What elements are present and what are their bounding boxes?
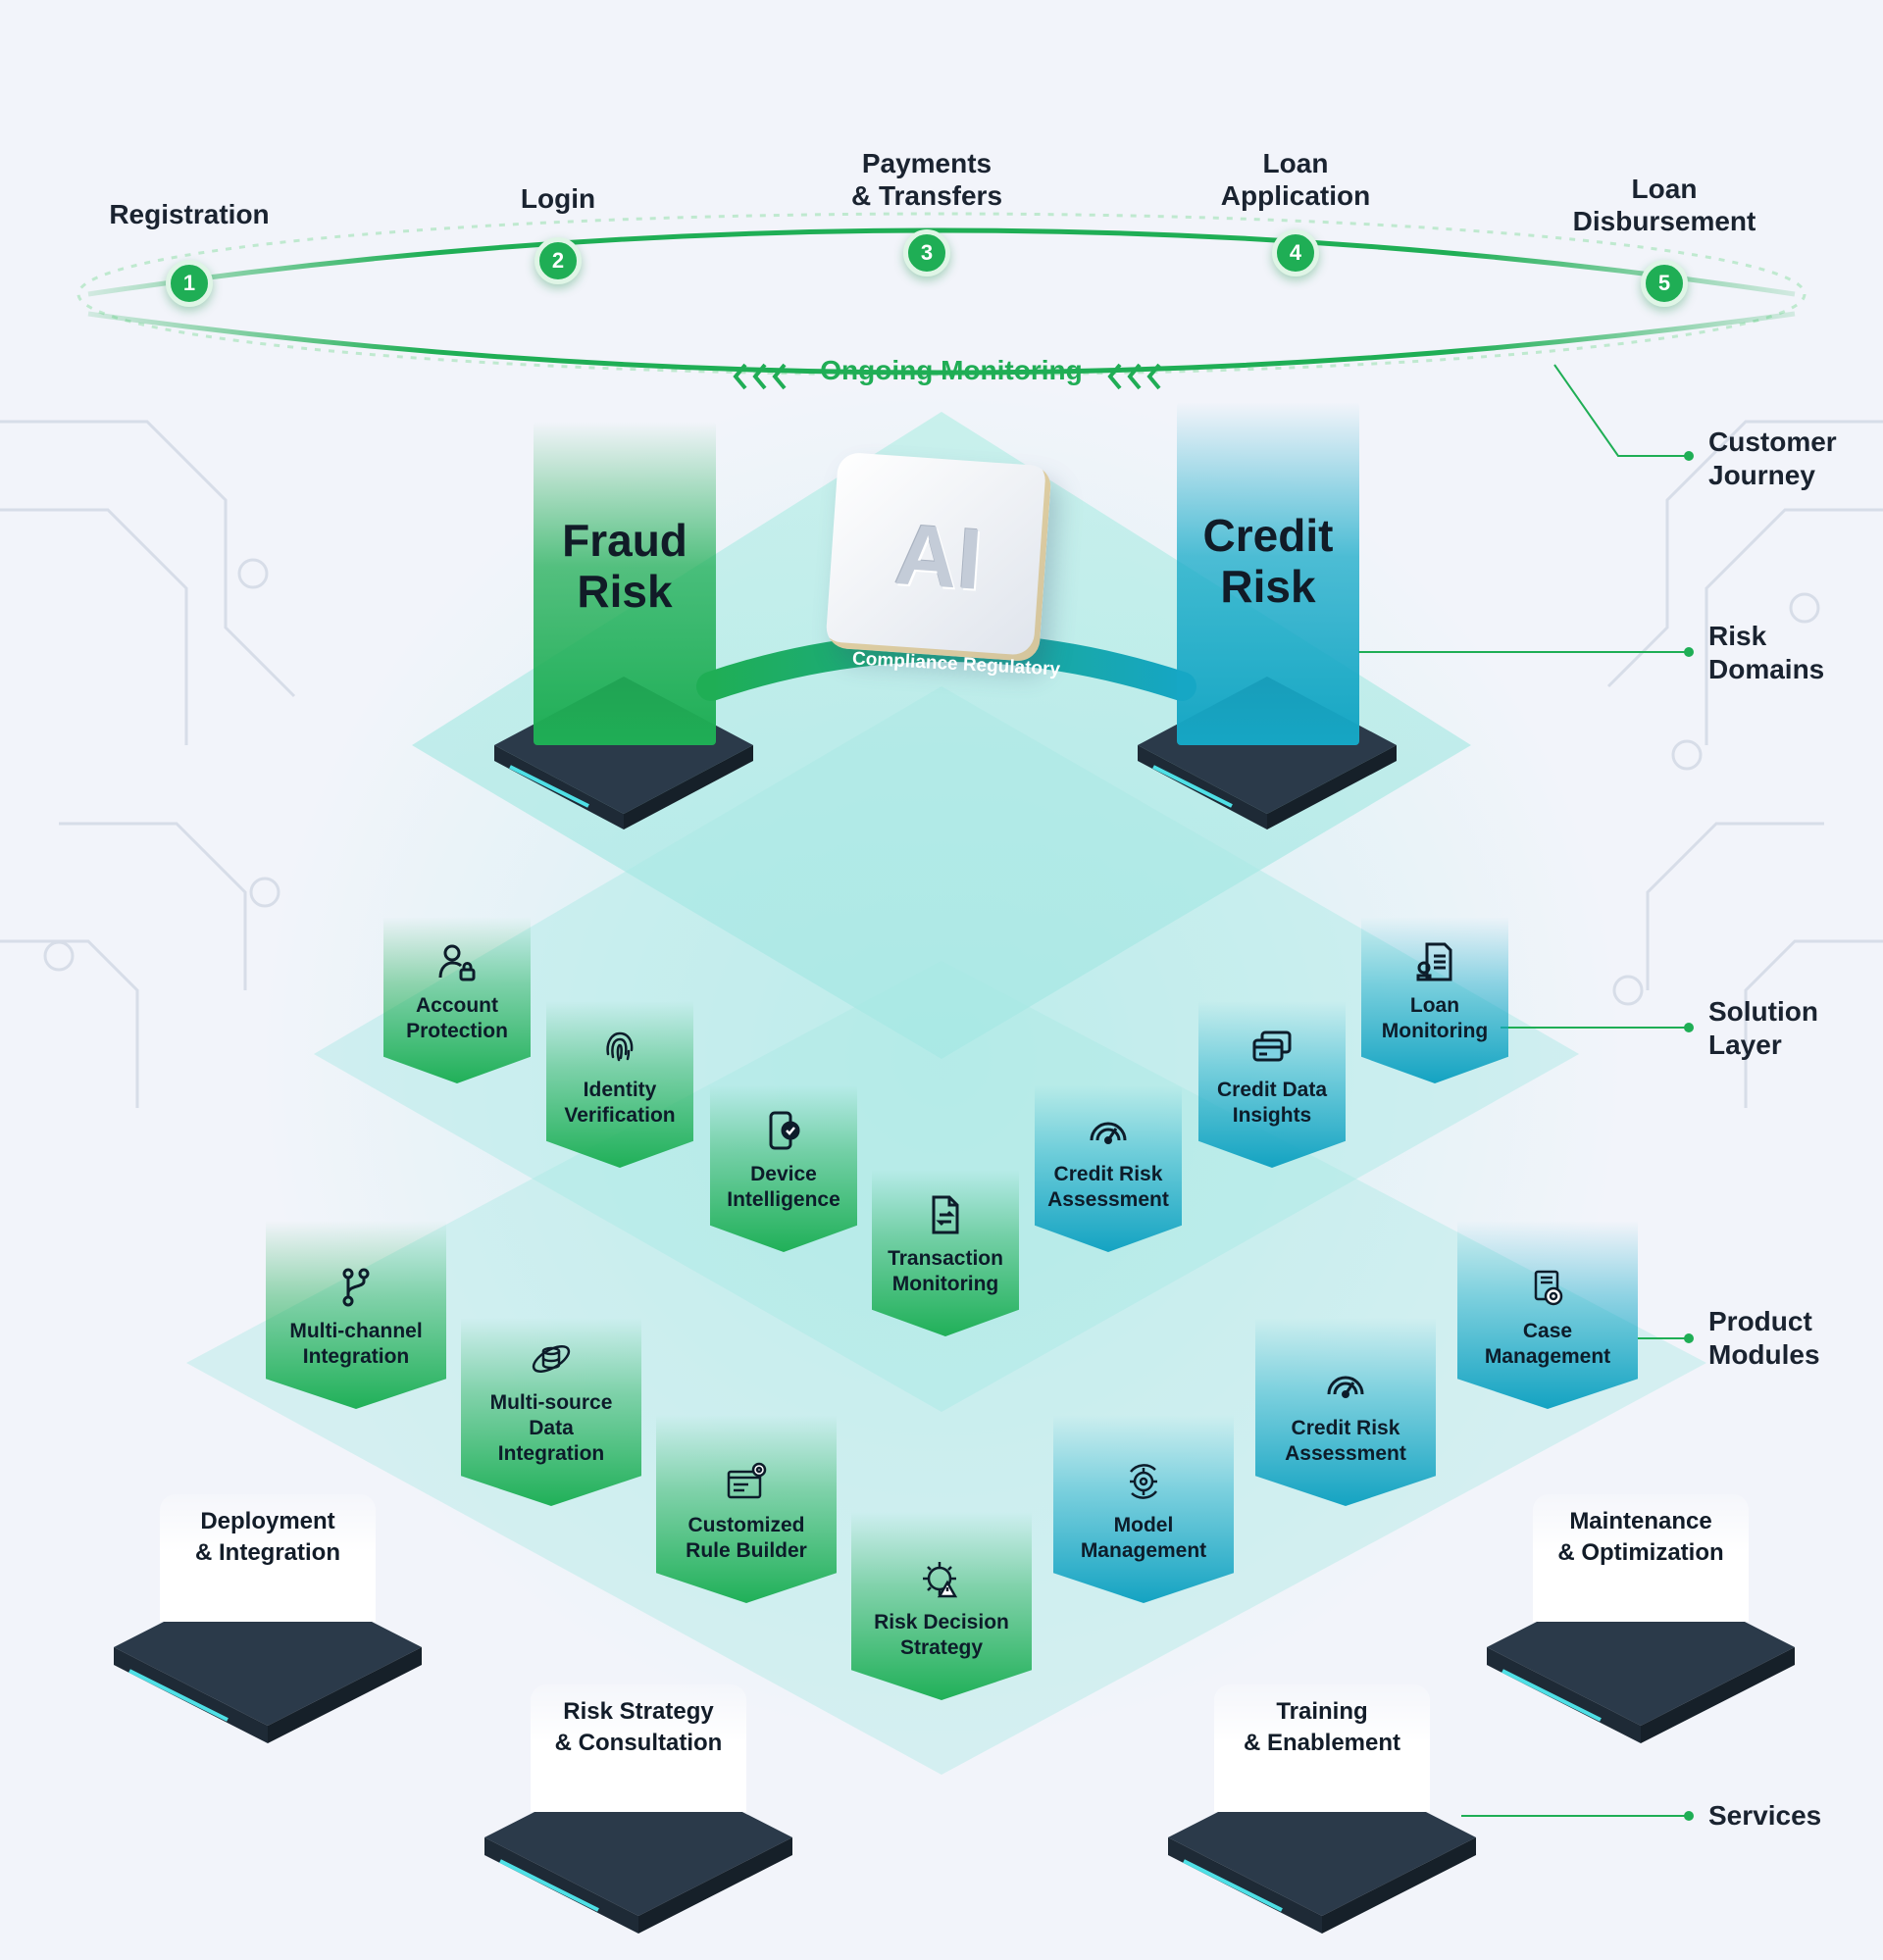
rule-builder-icon <box>725 1460 768 1503</box>
module-tile-multi-channel-integration: Multi-channel Integration <box>266 1221 446 1409</box>
connector-dots <box>1684 451 1694 1821</box>
module-tile-label: Multi-source Data Integration <box>489 1391 613 1465</box>
solution-tile-device-intelligence: Device Intelligence <box>710 1085 857 1252</box>
connector-lines <box>1358 364 1689 1817</box>
solution-tile-label: Identity Verification <box>564 1079 676 1127</box>
solution-tile-label: Device Intelligence <box>727 1163 840 1211</box>
solution-tile-label: Account Protection <box>406 994 508 1042</box>
journey-step-5-marker: 5 <box>1641 260 1688 307</box>
module-tile-label: Credit Risk Assessment <box>1285 1417 1406 1465</box>
module-tile-case-management: Case Management <box>1457 1221 1638 1409</box>
module-tile-credit-risk-assessment: Credit Risk Assessment <box>1255 1318 1436 1506</box>
solution-tile-identity-verification: Identity Verification <box>546 1001 693 1168</box>
journey-step-label-loan-application: Loan Application <box>1220 148 1371 211</box>
solution-layer-platform <box>314 686 1579 1412</box>
monitor-chevrons <box>733 363 1161 390</box>
fraud-risk-column <box>534 422 716 745</box>
credit-risk-column <box>1177 402 1359 745</box>
service-training-enablement: Training & Enablement <box>1214 1684 1430 1812</box>
solution-tile-label: Loan Monitoring <box>1381 994 1489 1042</box>
phone-check-icon <box>762 1109 805 1152</box>
model-gear-icon <box>1122 1460 1165 1503</box>
solution-tile-label: Credit Risk Assessment <box>1047 1163 1169 1211</box>
user-lock-icon <box>435 940 479 983</box>
module-tile-label: Risk Decision Strategy <box>874 1611 1009 1659</box>
gauge-icon <box>1324 1363 1367 1406</box>
gear-warning-icon <box>920 1557 963 1600</box>
service-maintenance-optimization: Maintenance & Optimization <box>1533 1494 1749 1622</box>
journey-step-label-login: Login <box>520 183 596 214</box>
fingerprint-icon <box>598 1025 641 1068</box>
journey-step-label-registration: Registration <box>109 199 270 229</box>
branch-icon <box>334 1266 378 1309</box>
solution-tile-account-protection: Account Protection <box>383 917 531 1083</box>
fraud-risk-title: Fraud Risk <box>562 515 687 617</box>
database-orbit-icon <box>530 1337 573 1381</box>
layer-label-product-modules: Product Modules <box>1708 1306 1820 1370</box>
solution-tile-loan-monitoring: Loan Monitoring <box>1361 917 1508 1083</box>
gauge-icon <box>1087 1109 1130 1152</box>
layer-label-services: Services <box>1708 1800 1822 1831</box>
solution-tile-label: Credit Data Insights <box>1216 1079 1328 1127</box>
module-tile-multi-source-data-integration: Multi-source Data Integration <box>461 1318 641 1506</box>
service-deployment-integration: Deployment & Integration <box>160 1494 376 1622</box>
solution-tile-credit-risk-assessment: Credit Risk Assessment <box>1035 1085 1182 1252</box>
journey-step-3-marker: 3 <box>903 229 950 276</box>
module-tile-label: Customized Rule Builder <box>686 1514 807 1562</box>
solution-tile-credit-data-insights: Credit Data Insights <box>1198 1001 1346 1168</box>
module-tile-label: Multi-channel Integration <box>289 1320 423 1368</box>
journey-step-1-marker: 1 <box>166 260 213 307</box>
module-tile-customized-rule-builder: Customized Rule Builder <box>656 1415 837 1603</box>
journey-step-label-payments: Payments & Transfers <box>850 148 1003 211</box>
case-gear-icon <box>1526 1266 1569 1309</box>
credit-cards-icon <box>1250 1025 1294 1068</box>
document-transfer-icon <box>924 1193 967 1236</box>
solution-tile-transaction-monitoring: Transaction Monitoring <box>872 1170 1019 1336</box>
module-tile-model-management: Model Management <box>1053 1415 1234 1603</box>
journey-step-4-marker: 4 <box>1272 229 1319 276</box>
risk-domain-platform <box>412 412 1471 1059</box>
journey-ring-front <box>87 311 1796 376</box>
circuit-pattern <box>0 420 1883 1108</box>
module-tile-label: Model Management <box>1080 1514 1207 1562</box>
journey-path <box>87 227 1796 297</box>
solution-tile-label: Transaction Monitoring <box>888 1247 1003 1295</box>
ongoing-monitoring-label: Ongoing Monitoring <box>820 355 1083 385</box>
module-tile-label: Case Management <box>1484 1320 1611 1368</box>
journey-step-2-marker: 2 <box>534 237 582 284</box>
loan-document-icon <box>1413 940 1456 983</box>
product-modules-platform <box>186 961 1706 1775</box>
layer-label-solution-layer: Solution Layer <box>1708 996 1818 1060</box>
ai-chip-label: AI <box>891 505 986 608</box>
layer-label-risk-domains: Risk Domains <box>1708 621 1825 684</box>
journey-ring-back <box>76 212 1807 377</box>
credit-risk-title: Credit Risk <box>1202 510 1334 612</box>
module-tile-risk-decision-strategy: Risk Decision Strategy <box>851 1512 1032 1700</box>
layer-label-customer-journey: Customer Journey <box>1708 427 1837 490</box>
journey-step-label-loan-disbursement: Loan Disbursement <box>1572 174 1756 236</box>
ai-chip: AI <box>825 451 1052 663</box>
service-risk-strategy-consultation: Risk Strategy & Consultation <box>531 1684 746 1812</box>
